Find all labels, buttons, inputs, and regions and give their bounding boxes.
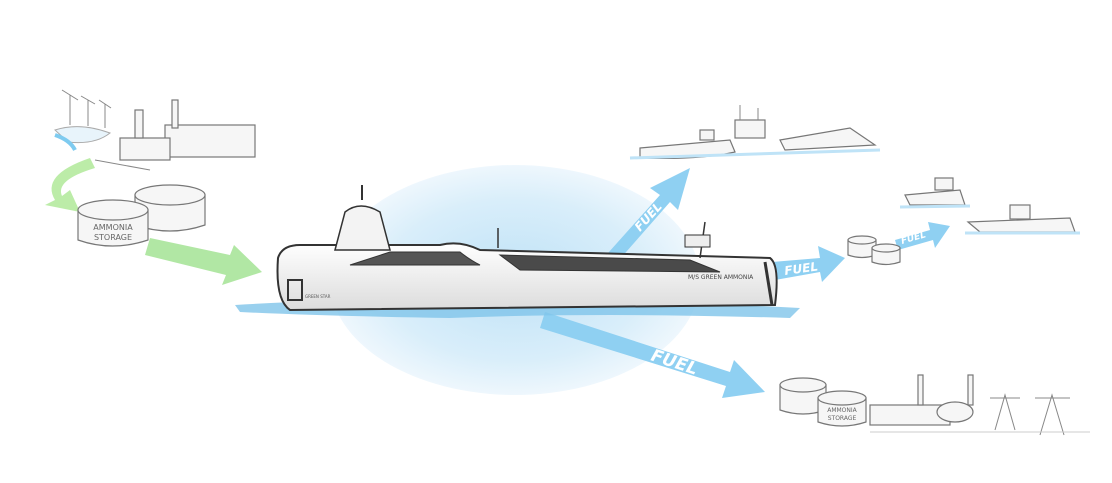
ship-logo-text: GREEN STAR <box>305 294 331 299</box>
green-arrow <box>145 238 262 285</box>
wind-farm-production-site <box>54 89 256 171</box>
ships-right <box>899 177 1080 235</box>
industrial-site: AMMONIA STORAGE <box>779 374 1090 436</box>
fuel-arrow-small: FUEL <box>895 222 950 250</box>
offshore-vessels <box>629 105 881 160</box>
storage-label-line2: STORAGE <box>828 415 857 422</box>
ammonia-storage-tanks: AMMONIA STORAGE <box>77 184 206 247</box>
storage-label-line1: AMMONIA <box>827 407 857 414</box>
fuel-label: FUEL <box>783 259 818 278</box>
green-flow-curve <box>45 158 95 212</box>
storage-label-line2: STORAGE <box>94 233 132 242</box>
small-storage-tanks <box>847 235 901 266</box>
fuel-arrow-right: FUEL <box>772 246 845 282</box>
storage-label-line1: AMMONIA <box>93 223 133 232</box>
ship-name: M/S GREEN AMMONIA <box>688 274 754 281</box>
ammonia-tanker-ship: GREEN STAR M/S GREEN AMMONIA <box>276 185 778 312</box>
fuel-label: FUEL <box>648 346 700 380</box>
